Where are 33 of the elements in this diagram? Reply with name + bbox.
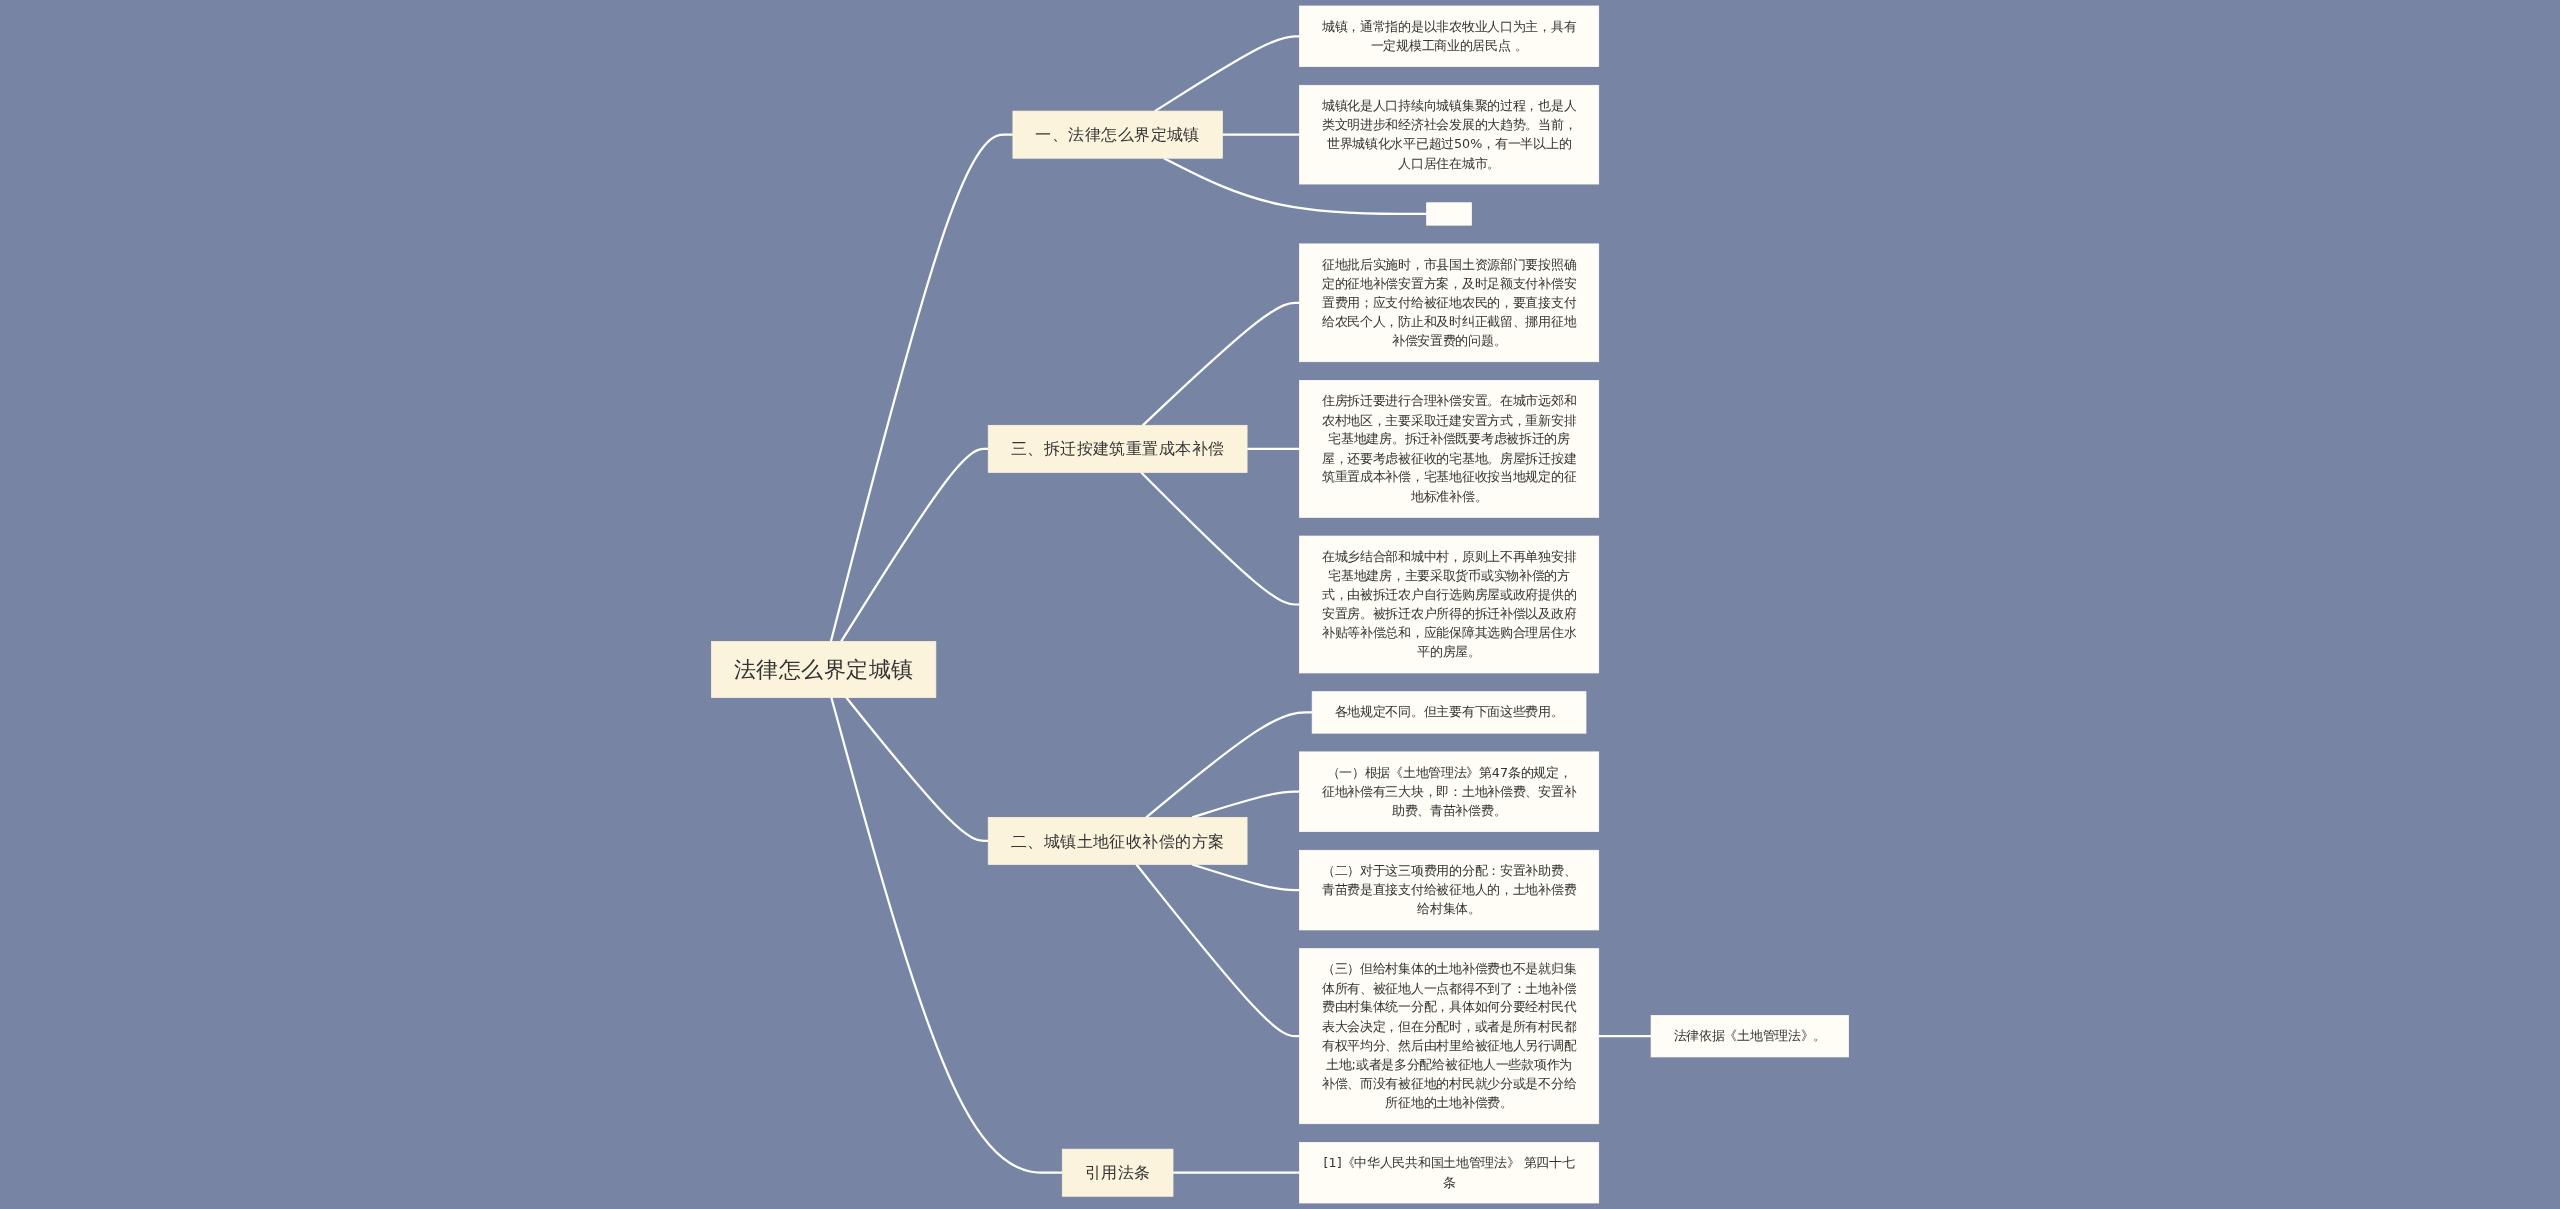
node-box: 城镇化是人口持续向城镇集聚的过程，也是人类文明进步和经济社会发展的大趋势。当前，世界城镇化水平已超过50%，有一半以上的人口居住在城市。 — [1299, 84, 1600, 185]
connector — [1140, 471, 1300, 606]
node-box: [1]《中华人民共和国土地管理法》 第四十七条 — [1299, 1142, 1600, 1204]
connector — [1191, 790, 1300, 819]
node-box: 各地规定不同。但主要有下面这些费用。 — [1311, 691, 1587, 734]
connector — [1222, 133, 1300, 136]
node-box: 在城乡结合部和城中村，原则上不再单独安排宅基地建房，主要采取货币或实物补偿的方式，由被拆迁农户自行选购房屋或政府提供的安置房。被拆迁农户所得的拆迁补偿以及政府补贴等补偿总和，应能保障其选购合理居住水平的房屋。 — [1299, 535, 1600, 674]
node-box: 三、拆迁按建筑重置成本补偿 — [987, 424, 1248, 473]
connector — [1145, 711, 1313, 819]
connector — [1154, 35, 1300, 113]
connector — [840, 447, 989, 643]
node-box: 住房拆迁要进行合理补偿安置。在城市远郊和农村地区，主要采取迁建安置方式，重新安排宅基地建房。拆迁补偿既要考虑被拆迁的房屋，还要考虑被征收的宅基地。房屋拆迁按建筑重置成本补偿，宅基地征收按当地规定的征地标准补偿。 — [1299, 380, 1600, 518]
connector — [845, 696, 989, 843]
node-box: 一、法律怎么界定城镇 — [1012, 110, 1223, 159]
node-box: 征地批后实施时，市县国土资源部门要按照确定的征地补偿安置方案，及时足额支付补偿安置费用；应支付给被征地农民的，要直接支付给农民个人，防止和及时纠正截留、挪用征地补偿安置费的问题。 — [1299, 243, 1600, 363]
node-box: （三）但给村集体的土地补偿费也不是就归集体所有、被征地人一点都得不到了：土地补偿费由村集体统一分配，具体如何分要经村民代表大会决定，但在分配时，或者是所有村民都有权平均分、然后由村里给被征地人另行调配土地;或者是多分配给被征地人一些款项作为补偿、而没有被征地的村民就少分或是不分给所征地的土地补偿费。 — [1299, 948, 1600, 1125]
connector — [1163, 157, 1427, 216]
connector — [1191, 863, 1300, 892]
node-box: 法律怎么界定城镇 — [711, 641, 937, 698]
connector — [1598, 1035, 1652, 1038]
connector — [1247, 447, 1300, 450]
node-box: 二、城镇土地征收补偿的方案 — [987, 816, 1248, 865]
node-box: （二）对于这三项费用的分配：安置补助费、青苗费是直接支付给被征地人的，土地补偿费给村集体。 — [1299, 849, 1600, 931]
connector — [1135, 863, 1300, 1038]
node-box — [1426, 202, 1472, 226]
connector — [1173, 1171, 1300, 1174]
node-box: 城镇，通常指的是以非农牧业人口为主，具有一定规模工商业的居民点 。 — [1299, 5, 1600, 67]
node-box: （一）根据《土地管理法》第47条的规定，征地补偿有三大块，即：土地补偿费、安置补助费、青苗补偿费。 — [1299, 751, 1600, 832]
connector — [830, 697, 1063, 1174]
node-box: 引用法条 — [1061, 1148, 1174, 1197]
connector — [1142, 301, 1300, 427]
node-box: 法律依据《土地管理法》。 — [1650, 1015, 1849, 1058]
connector — [829, 133, 1013, 642]
